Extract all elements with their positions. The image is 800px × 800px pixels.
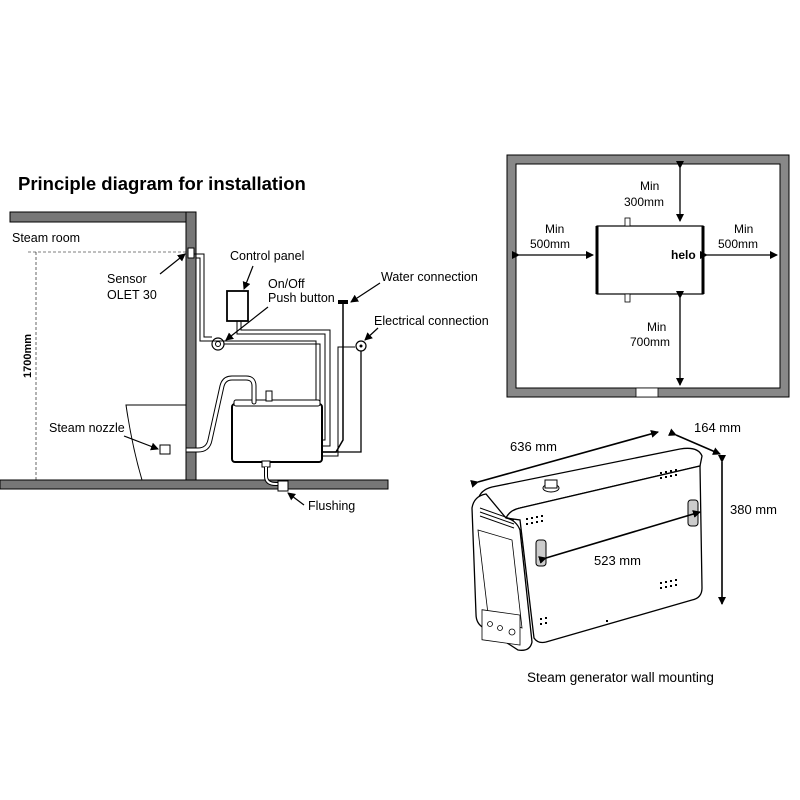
water-arrow	[350, 282, 381, 303]
steam-nozzle-label: Steam nozzle	[49, 421, 125, 435]
bottom-min: Min	[647, 320, 666, 334]
steam-generator-top	[233, 399, 321, 407]
side-knob-2	[497, 625, 503, 631]
mount-label: 523 mm	[594, 553, 641, 568]
height-label: 1700mm	[22, 334, 34, 378]
sensor	[187, 247, 195, 259]
bench	[125, 404, 187, 481]
unit-bottom-nub	[624, 293, 631, 303]
right-min: Min	[734, 222, 753, 236]
steam-room-label: Steam room	[12, 231, 80, 245]
unit-top-nub	[624, 217, 631, 227]
flushing-valve	[261, 460, 271, 468]
onoff-arrow	[225, 306, 269, 341]
water-valve	[338, 300, 348, 304]
bottom-val: 700mm	[630, 335, 670, 349]
electrical-connection-label: Electrical connection	[374, 314, 489, 328]
electrical-cable	[322, 351, 362, 453]
onoff-label-1: On/Off	[268, 277, 305, 291]
flushing-label: Flushing	[308, 499, 355, 513]
sensor-arrow	[159, 253, 186, 275]
page-title: Principle diagram for installation	[18, 173, 306, 194]
top-fitting	[265, 390, 273, 402]
onoff-button	[211, 337, 225, 351]
brand-logo: helo	[671, 248, 696, 262]
flushing-arrow	[287, 492, 305, 506]
control-panel-arrow	[242, 265, 254, 290]
side-knob-1	[487, 621, 493, 627]
side-vent-1	[479, 507, 515, 521]
side-knob-3	[508, 628, 516, 636]
control-panel	[226, 290, 249, 322]
front-vent-dots	[526, 469, 677, 625]
top-min: Min	[640, 179, 659, 193]
unit-height-label: 380 mm	[730, 502, 777, 517]
left-val: 500mm	[530, 237, 570, 251]
ceiling	[9, 211, 197, 223]
top-fitting-body	[544, 479, 558, 489]
flushing-pipe-inner	[265, 467, 288, 485]
sensor-label-1: Sensor	[107, 272, 147, 286]
steam-nozzle	[159, 444, 171, 455]
electrical-arrow	[364, 327, 379, 341]
left-min: Min	[545, 222, 564, 236]
unit-caption: Steam generator wall mounting	[527, 670, 714, 685]
onoff-label-2: Push button	[268, 291, 335, 305]
steam-nozzle-arrow	[123, 435, 159, 451]
depth-dim-arrow	[667, 428, 721, 455]
electrical-cable-2	[322, 346, 355, 457]
electrical-outlet-dot	[359, 344, 363, 348]
top-val: 300mm	[624, 195, 664, 209]
depth-label: 164 mm	[694, 420, 741, 435]
steam-generator	[231, 403, 323, 463]
sensor-cable	[194, 253, 212, 338]
flushing-drain	[277, 480, 289, 492]
sensor-cable-2	[196, 257, 212, 342]
principle-diagram: Steam room 1700mm Sensor OLET 30 Control…	[0, 211, 489, 513]
width-label: 636 mm	[510, 439, 557, 454]
unit-top-view	[596, 225, 704, 295]
steam-pipe-inner	[168, 376, 256, 452]
floor-gap	[635, 387, 659, 398]
side-vent-2	[479, 511, 515, 525]
sensor-label-2: OLET 30	[107, 288, 157, 302]
mount-bracket-left	[535, 539, 547, 567]
side-vent-3	[479, 515, 515, 529]
floor	[0, 479, 389, 490]
control-panel-label: Control panel	[230, 249, 304, 263]
right-val: 500mm	[718, 237, 758, 251]
side-panel-inner	[477, 529, 523, 629]
side-control-panel	[481, 609, 521, 646]
width-dim-arrow	[470, 430, 659, 488]
unit-isometric: 636 mm 164 mm 380 mm 523 mm Steam genera…	[470, 420, 777, 685]
clearance-diagram: helo Min 300mm Min 500mm Min 500mm Min 7…	[506, 154, 790, 398]
mount-dim-arrow	[538, 510, 701, 564]
water-connection-label: Water connection	[381, 270, 478, 284]
